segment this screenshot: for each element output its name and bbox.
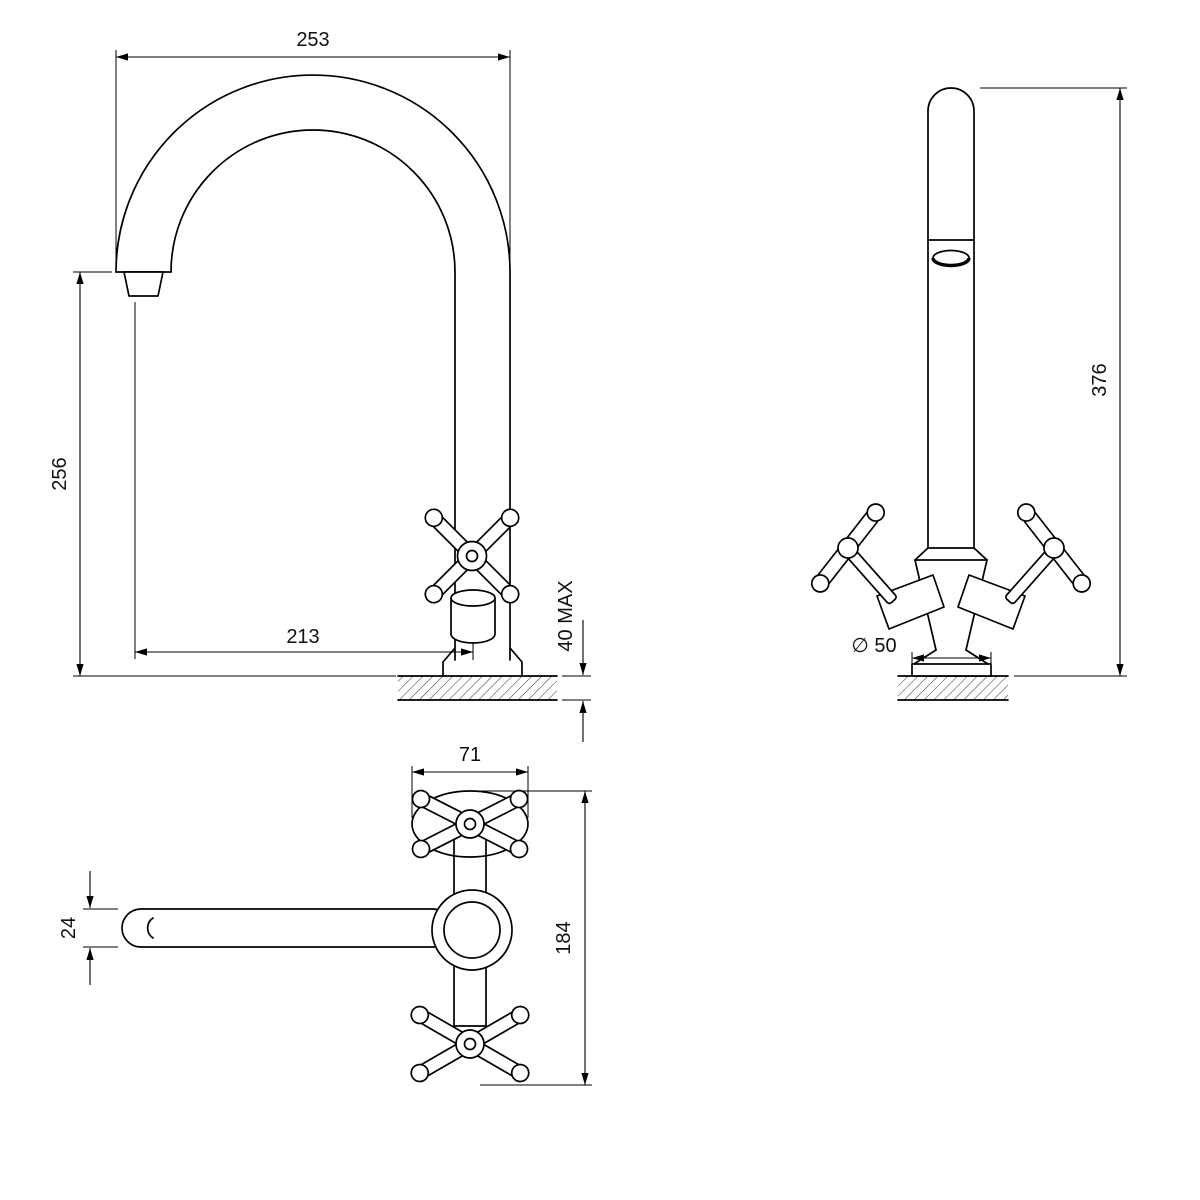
valve-bonnet-side [450, 589, 496, 644]
dim-label-213: 213 [286, 626, 319, 648]
dim-spout-tube-width: 24 [58, 871, 118, 985]
spout-arm-plan [121, 908, 453, 948]
dim-label-24: 24 [58, 917, 80, 939]
countertop-section-side [397, 675, 558, 701]
dim-deck-thickness: 40 MAX [555, 580, 591, 742]
left-valve-housing [876, 574, 945, 630]
dim-handle-span: 71 [411, 744, 529, 818]
dim-base-diameter: ∅ 50 [851, 635, 992, 664]
dim-label-71: 71 [459, 744, 481, 766]
dim-side-width: 253 [115, 29, 511, 262]
top-valve-stem-plan [453, 834, 487, 898]
side-view: 253 256 213 40 MAX [49, 29, 591, 742]
right-valve-housing [957, 574, 1026, 630]
cross-handle-side [424, 508, 520, 604]
dim-label-253: 253 [296, 29, 329, 51]
dim-label-184: 184 [553, 921, 575, 954]
bottom-cross-handle-plan [410, 1005, 530, 1083]
base-plate-front [911, 663, 992, 677]
dim-label-dia-50: ∅ 50 [851, 635, 896, 657]
plan-view: 71 184 24 [58, 744, 592, 1086]
dim-side-height: 256 [49, 271, 396, 677]
faucet-body-plan [431, 889, 513, 971]
dim-label-40-max: 40 MAX [555, 580, 577, 651]
dim-label-376: 376 [1089, 363, 1111, 396]
left-handle-front [810, 503, 945, 630]
right-handle-front [957, 503, 1092, 630]
dim-front-height: 376 [980, 87, 1127, 677]
countertop-section-front [897, 675, 1009, 701]
dim-side-reach: 213 [134, 302, 474, 660]
top-cross-handle-plan [411, 789, 529, 859]
dim-plan-depth: 184 [478, 790, 592, 1086]
faucet-side-outline [115, 74, 523, 677]
aerator-side [123, 271, 164, 297]
dim-label-256: 256 [49, 457, 71, 490]
front-view: 376 ∅ 50 [810, 87, 1127, 701]
